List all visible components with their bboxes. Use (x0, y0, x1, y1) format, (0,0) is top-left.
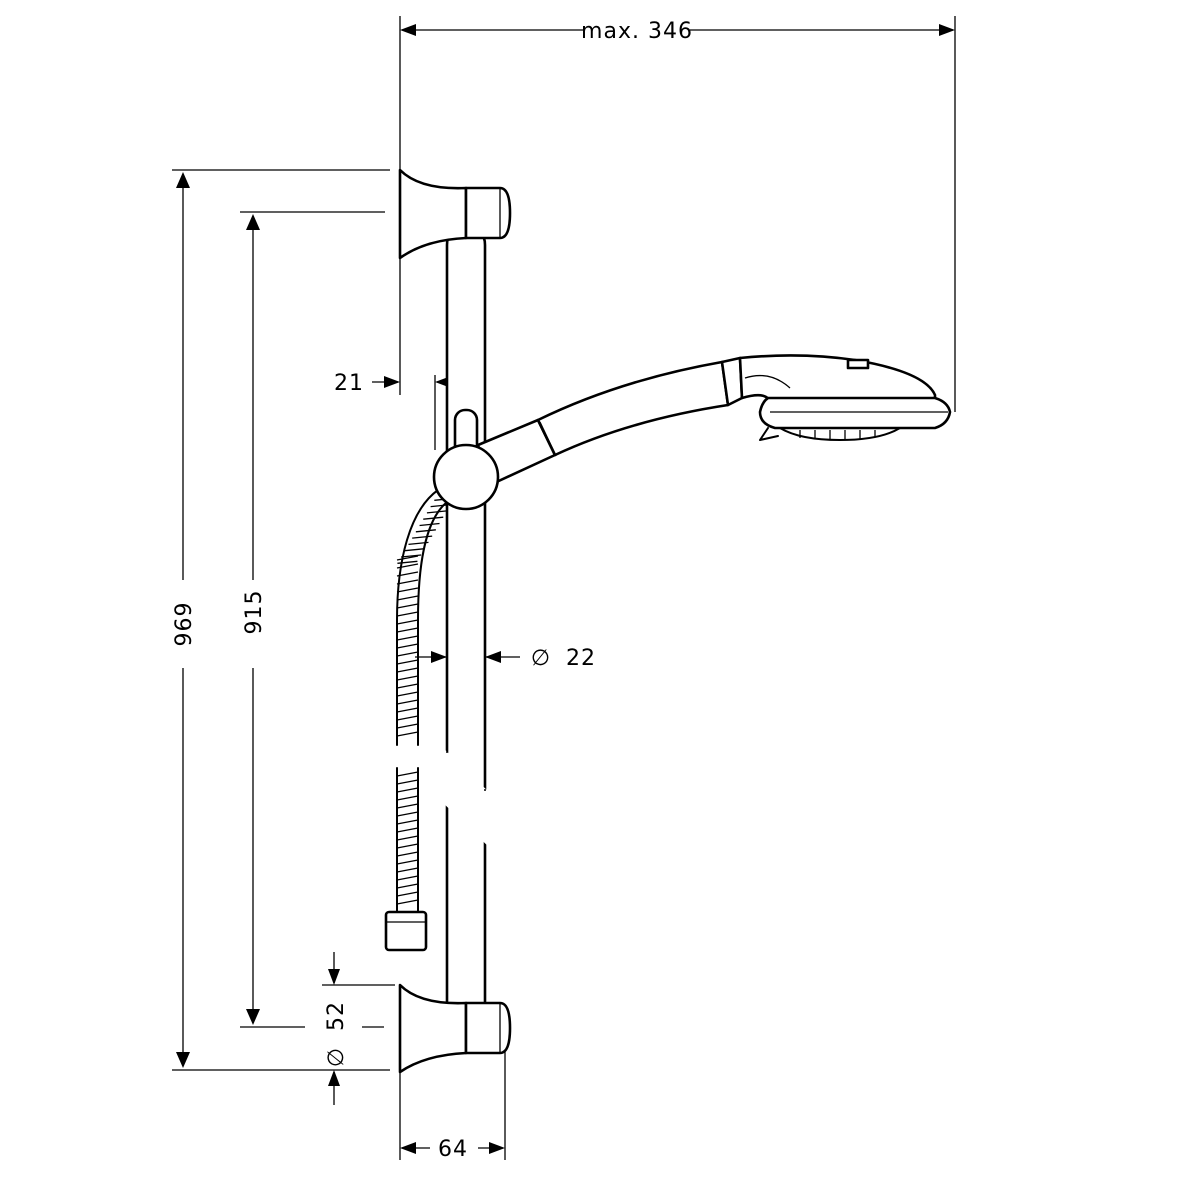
hose-rib (396, 707, 419, 713)
hose-rib (396, 619, 419, 625)
hose-rib (396, 875, 419, 881)
hose-rib (396, 803, 419, 809)
overall-height-label: 969 (172, 602, 197, 647)
hose-rib (396, 587, 419, 593)
hose-rib (396, 715, 419, 721)
hose-rib (408, 541, 429, 546)
hose-rib (396, 643, 419, 649)
slide-rail (440, 226, 492, 1027)
hose-rib (396, 595, 419, 601)
rail-length-label: 915 (242, 590, 267, 635)
dimension-rail-diameter: ∅ 22 (415, 646, 596, 671)
bottom-wall-bracket (398, 983, 512, 1074)
hose-rib (396, 699, 419, 705)
hose-rib (396, 851, 419, 857)
hose-rib (396, 579, 419, 585)
hose-rib (396, 675, 419, 681)
hose-rib (396, 891, 419, 897)
dimension-overall-height: 969 (172, 169, 390, 1071)
hose-rib (396, 651, 419, 657)
hose-rib (423, 516, 444, 520)
hose-rib (396, 627, 419, 633)
shower-head (738, 354, 952, 441)
hose-rib (419, 522, 440, 527)
bracket-diameter-label: 52 (324, 1001, 349, 1031)
hose-rib (396, 691, 419, 697)
hose-rib (396, 827, 419, 833)
hose-rib (396, 835, 419, 841)
hose-rib (396, 555, 419, 561)
hose-rib (396, 563, 419, 569)
hose-rib (396, 611, 419, 617)
hose-rib (415, 529, 436, 533)
hose-rib (396, 603, 419, 609)
hose-rib (396, 659, 419, 665)
hose-rib (396, 635, 419, 641)
hose-rib (396, 859, 419, 865)
hose-rib (404, 548, 425, 552)
hose-rib (396, 843, 419, 849)
hose-rib (396, 731, 419, 737)
dimension-bracket-diameter: 52 ∅ (322, 952, 395, 1105)
rail-diameter-symbol: ∅ (531, 646, 551, 671)
bracket-diameter-symbol: ∅ (324, 1047, 349, 1067)
hose-connector (384, 910, 428, 952)
hose-rib (396, 723, 419, 729)
dimension-bracket-depth: 64 (399, 1040, 506, 1162)
dimension-max-width: max. 346 (399, 16, 956, 412)
hose-rib (396, 899, 419, 905)
hose-rib (396, 787, 419, 793)
bracket-depth-label: 64 (438, 1137, 468, 1162)
rail-diameter-label: 22 (566, 646, 596, 671)
dimension-rail-length: 915 (240, 211, 385, 1028)
shower-hose (384, 489, 459, 952)
hose-rib (396, 883, 419, 889)
hose-rib (396, 819, 419, 825)
max-width-label: max. 346 (581, 19, 693, 44)
hose-rib (412, 535, 433, 539)
hose-rib (396, 779, 419, 785)
hose-rib (426, 510, 447, 514)
top-wall-bracket (398, 168, 512, 260)
hose-rib (396, 571, 419, 577)
hose-rib (396, 867, 419, 873)
hose-rib (396, 667, 419, 673)
hose-rib (396, 811, 419, 817)
hose-rib (401, 554, 422, 558)
hose-rib (397, 560, 418, 564)
slider-holder (432, 408, 500, 511)
hand-shower-handle (476, 356, 744, 487)
hose-rib (396, 771, 419, 777)
wall-offset-label: 21 (334, 371, 364, 396)
hose-rib (396, 683, 419, 689)
hose-rib (396, 795, 419, 801)
